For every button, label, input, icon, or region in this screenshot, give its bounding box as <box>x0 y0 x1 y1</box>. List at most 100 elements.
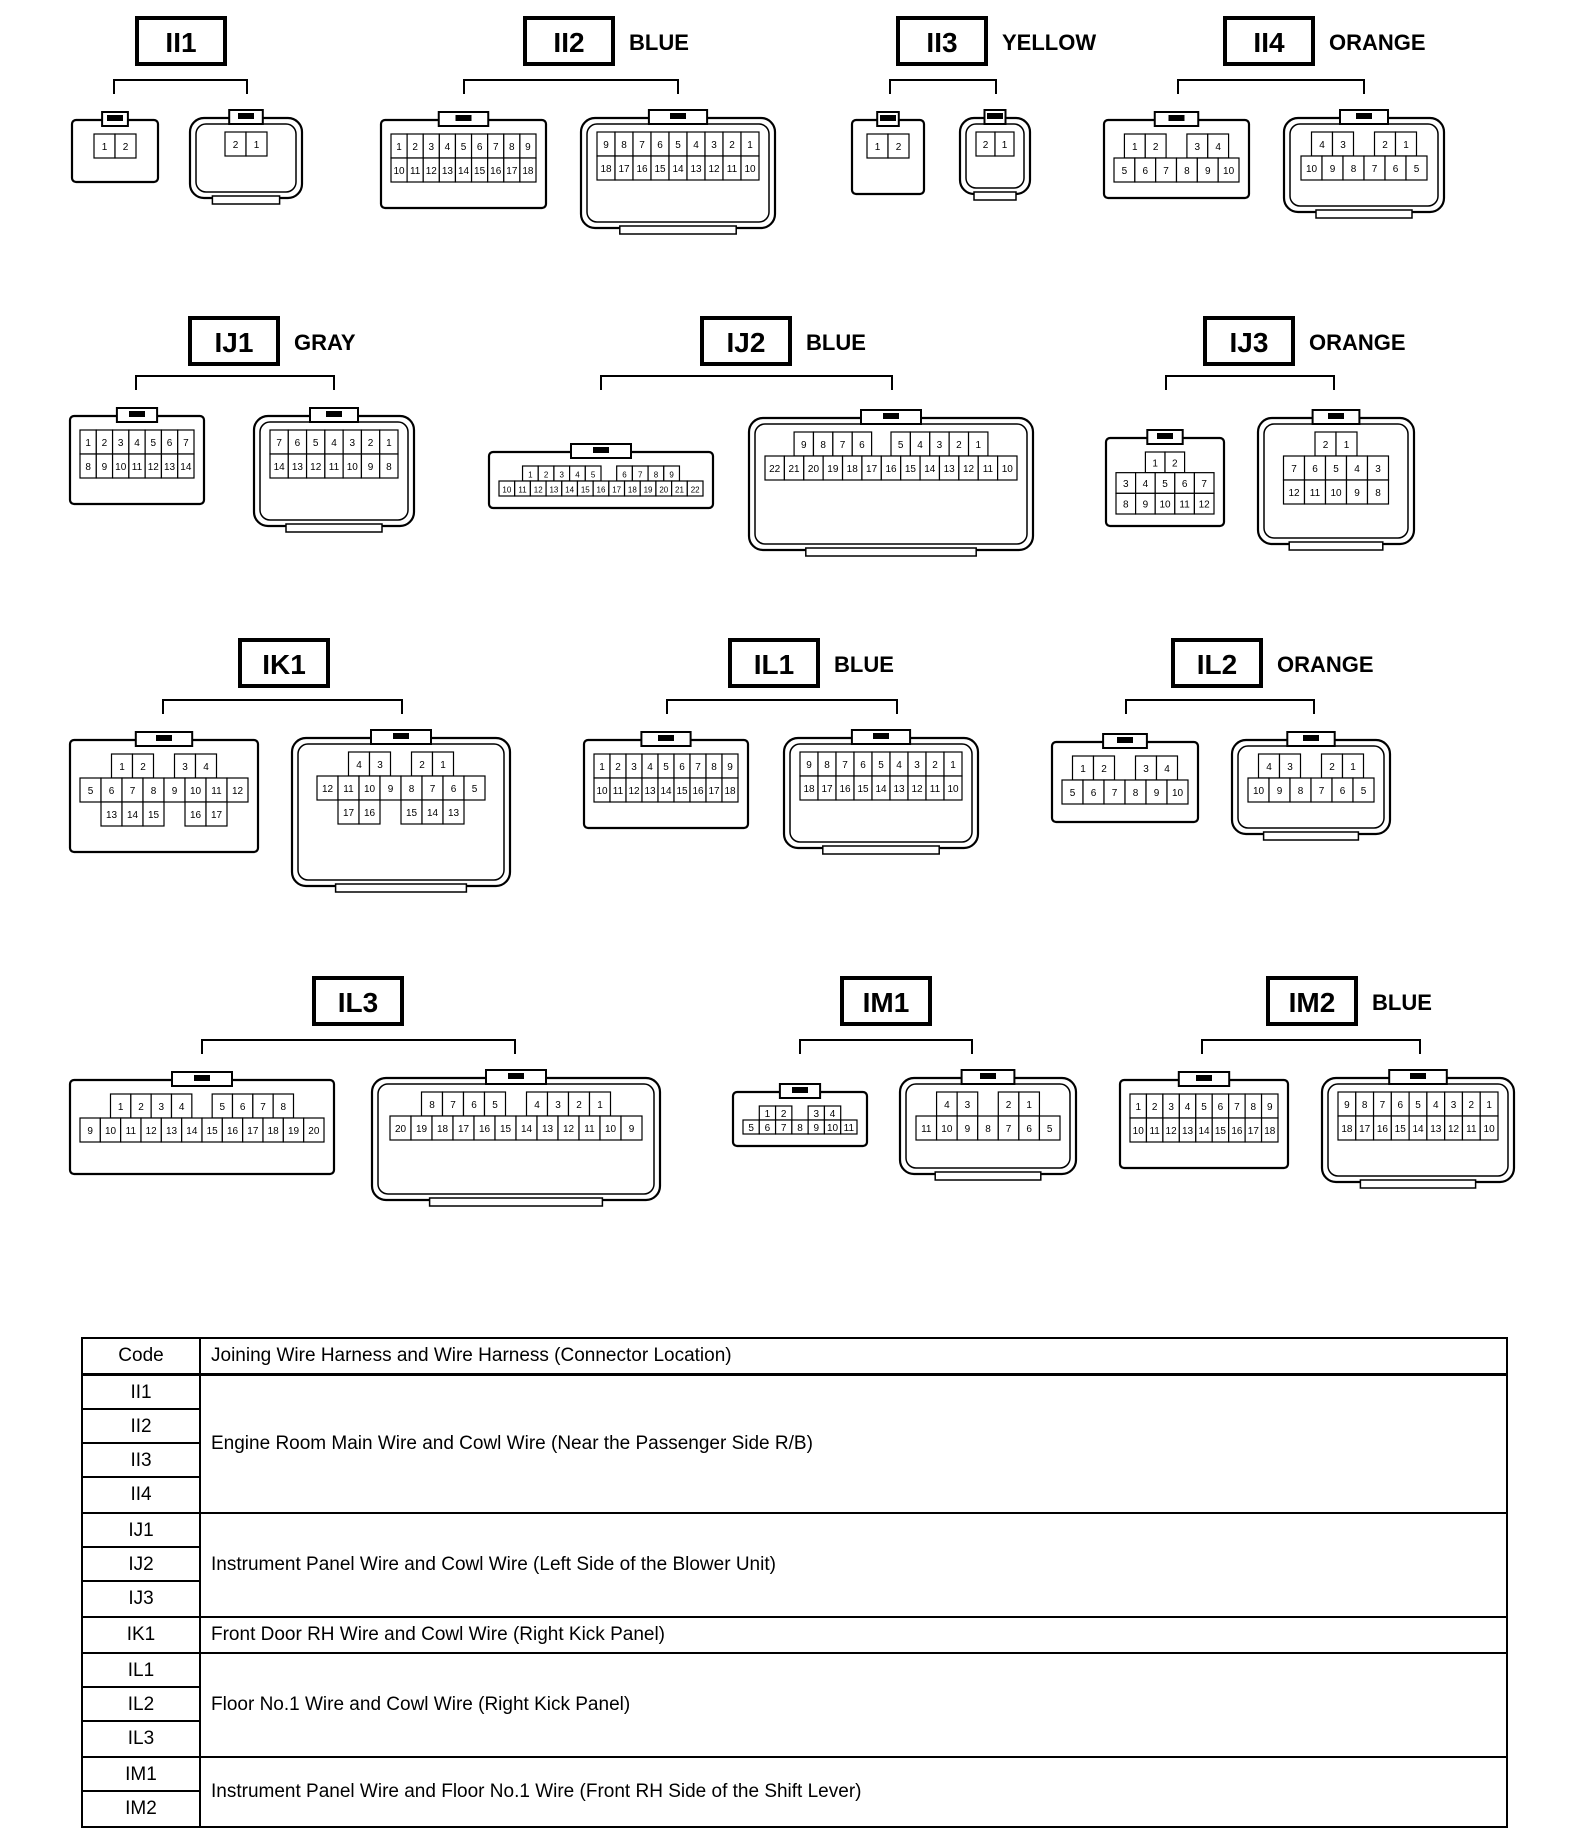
pin-number: 12 <box>148 462 160 473</box>
pin-number: 10 <box>1484 1124 1496 1135</box>
table-code-cell: IM1 <box>83 1758 199 1792</box>
pin-number: 16 <box>885 464 897 475</box>
pin-number: 6 <box>860 760 866 771</box>
connector-bottom-key <box>428 1197 604 1207</box>
pin-number: 10 <box>364 784 376 795</box>
pin-number: 13 <box>549 486 558 495</box>
connector-color-label: BLUE <box>806 330 866 355</box>
pin-number: 4 <box>830 1109 836 1120</box>
pin-number: 1 <box>440 760 446 771</box>
pin-cell <box>994 131 1015 157</box>
pin-number: 10 <box>1002 464 1014 475</box>
pin-number: 5 <box>1122 166 1128 177</box>
pin-number: 6 <box>679 762 685 773</box>
connector-latch-tab <box>1328 413 1344 419</box>
pin-number: 6 <box>1393 164 1399 175</box>
pin-number: 2 <box>615 762 621 773</box>
connector-latch-tab <box>1356 113 1372 119</box>
pin-number: 9 <box>669 471 674 480</box>
pin-cell <box>887 133 910 159</box>
pin-number: 3 <box>159 1102 165 1113</box>
pin-number: 6 <box>295 438 301 449</box>
pin-number: 16 <box>490 166 502 177</box>
connector-code-label: II4 <box>1253 27 1285 58</box>
pin-number: 4 <box>693 140 699 151</box>
pin-number: 16 <box>1377 1124 1389 1135</box>
pin-number: 4 <box>1433 1100 1439 1111</box>
pin-number: 7 <box>1291 464 1297 475</box>
table-code-cell: IM2 <box>125 1798 157 1819</box>
table-code-cell: IL1 <box>83 1654 199 1688</box>
connector-code-box <box>238 638 330 688</box>
pin-cell <box>1479 1115 1499 1141</box>
connector-code-box <box>1223 16 1315 66</box>
connector-latch-tab <box>238 113 254 119</box>
pin-number: 6 <box>1218 1102 1224 1113</box>
connector-latch-tab <box>129 411 145 417</box>
pin-cell <box>840 1119 858 1135</box>
pin-number: 8 <box>429 1100 435 1111</box>
pin-number: 8 <box>621 140 627 151</box>
pin-number: 15 <box>474 166 486 177</box>
pin-number: 2 <box>983 140 989 151</box>
pin-cell <box>442 799 465 825</box>
connector-latch-tab <box>880 115 896 121</box>
pin-number: 3 <box>1287 762 1293 773</box>
pin-number: 1 <box>1152 458 1158 469</box>
header-code: Code <box>118 1345 164 1366</box>
pin-number: 3 <box>1340 140 1346 151</box>
pin-number: 7 <box>1319 786 1325 797</box>
pin-number: 5 <box>1201 1102 1207 1113</box>
pin-number: 11 <box>930 784 941 795</box>
pin-cell <box>358 799 381 825</box>
connector-bottom-key <box>619 225 737 235</box>
pin-number: 1 <box>396 142 402 153</box>
pin-cell <box>1366 479 1390 505</box>
pin-number: 8 <box>409 784 415 795</box>
connector-code-box <box>700 316 792 366</box>
pin-number: 12 <box>708 164 720 175</box>
connector-bracket <box>463 79 679 94</box>
pin-number: 9 <box>801 440 807 451</box>
pin-number: 1 <box>118 1102 124 1113</box>
pin-number: 18 <box>1264 1126 1276 1137</box>
table-code-cell: IL3 <box>127 1728 155 1749</box>
pin-number: 15 <box>500 1124 512 1135</box>
pin-number: 17 <box>708 786 720 797</box>
pin-number: 6 <box>1091 788 1097 799</box>
pin-number: 8 <box>711 762 717 773</box>
connector-latch-tab <box>1196 1075 1212 1081</box>
pin-number: 6 <box>622 471 627 480</box>
pin-number: 4 <box>1319 140 1325 151</box>
connector-latch-tab <box>1168 115 1185 121</box>
pin-number: 9 <box>102 462 108 473</box>
pin-number: 9 <box>1205 166 1211 177</box>
pin-number: 1 <box>1026 1100 1032 1111</box>
connector-code-box <box>728 638 820 688</box>
connector-bracket <box>1177 79 1365 94</box>
pin-number: 7 <box>130 786 136 797</box>
pin-number: 8 <box>1298 786 1304 797</box>
connector-bottom-key <box>1288 541 1384 551</box>
pin-number: 3 <box>1195 142 1201 153</box>
pin-number: 5 <box>461 142 467 153</box>
connector-bottom-key <box>1315 209 1413 219</box>
pin-number: 17 <box>612 486 621 495</box>
connector-code-label: IJ1 <box>215 327 254 358</box>
connector-code-box <box>188 316 280 366</box>
pin-number: 18 <box>1341 1124 1353 1135</box>
connector-bracket <box>600 375 893 390</box>
pin-number: 17 <box>821 784 833 795</box>
pin-number: 17 <box>1359 1124 1371 1135</box>
pin-number: 1 <box>1132 142 1138 153</box>
pin-number: 5 <box>591 471 596 480</box>
pin-number: 11 <box>584 1124 595 1135</box>
pin-number: 11 <box>613 786 624 797</box>
pin-number: 3 <box>428 142 434 153</box>
pin-number: 1 <box>599 762 605 773</box>
